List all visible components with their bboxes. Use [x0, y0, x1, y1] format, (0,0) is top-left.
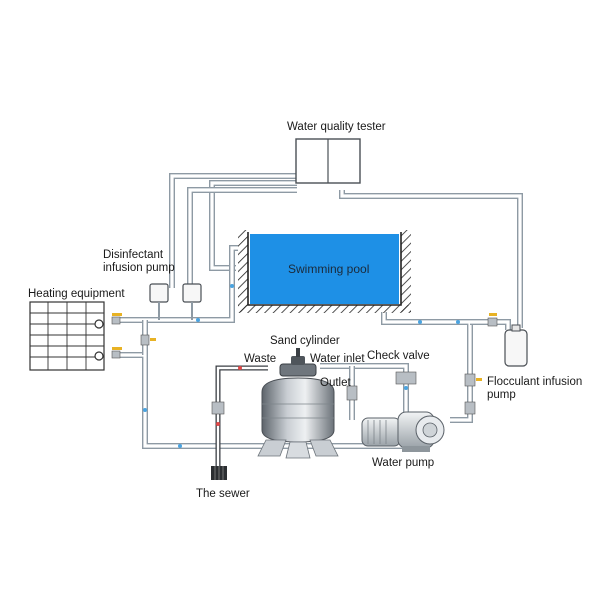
suction-valve-lower — [464, 401, 476, 415]
tester-signal-lines — [169, 173, 523, 328]
swimming-pool: Swimming pool — [238, 230, 411, 313]
bypass-valve — [140, 334, 156, 346]
check-valve-label: Check valve — [367, 350, 430, 362]
disinfectant-tank-1 — [149, 283, 169, 303]
water-pump-label: Water pump — [372, 457, 434, 469]
sand-cylinder-filter: Sand cylinder Waste Water inlet Outlet — [244, 335, 365, 459]
flocculant-valve — [487, 313, 498, 327]
heater-top-valve — [111, 313, 122, 325]
flocculant-label-line2: pump — [487, 389, 516, 401]
outlet-valve — [346, 385, 358, 401]
disinfectant-label-line2: infusion pump — [103, 262, 175, 274]
water-quality-tester: Water quality tester — [287, 121, 386, 184]
valves — [111, 313, 498, 415]
suction-line — [381, 312, 511, 423]
check-valve — [395, 371, 417, 385]
heater-bottom-valve — [111, 347, 122, 359]
flocculant-infusion-pump: Flocculant infusion pump — [487, 324, 582, 401]
heating-equipment: Heating equipment — [28, 288, 125, 371]
swimming-pool-label: Swimming pool — [288, 262, 369, 276]
heater-inlet-port — [94, 351, 104, 361]
sand-cylinder-label: Sand cylinder — [270, 335, 340, 347]
water-pump: Water pump — [361, 411, 445, 469]
flocculant-label-line1: Flocculant infusion — [487, 376, 582, 388]
waste-line — [215, 365, 268, 466]
water-quality-tester-label: Water quality tester — [287, 121, 386, 133]
water-inlet-label: Water inlet — [310, 353, 365, 365]
heating-equipment-label: Heating equipment — [28, 288, 125, 300]
pool-water — [250, 234, 399, 304]
heater-outlet-port — [94, 319, 104, 329]
the-sewer-label: The sewer — [196, 488, 250, 500]
disinfectant-infusion-pumps: Disinfectant infusion pump — [103, 249, 202, 320]
sewer-drain: The sewer — [196, 466, 250, 500]
suction-valve-upper — [464, 373, 482, 387]
outlet-label: Outlet — [320, 377, 351, 389]
disinfectant-label-line1: Disinfectant — [103, 249, 164, 261]
waste-label: Waste — [244, 353, 276, 365]
waste-valve — [211, 401, 225, 415]
disinfectant-tank-2 — [182, 283, 202, 303]
